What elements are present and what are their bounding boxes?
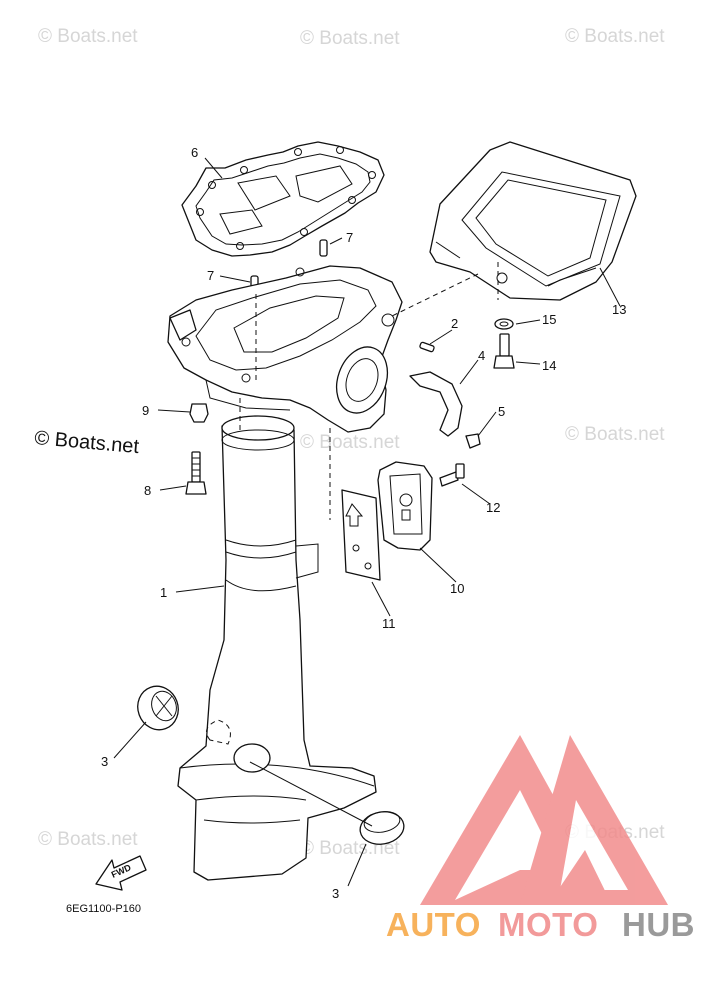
bolt-part-14 bbox=[493, 333, 515, 369]
brand-part-2: MOTO bbox=[498, 906, 598, 943]
callout-label: 7 bbox=[346, 230, 353, 245]
screw-part-12 bbox=[439, 463, 465, 487]
callout-label: 7 bbox=[207, 268, 214, 283]
watermark: © Boats.net bbox=[300, 432, 400, 453]
callout-label: 10 bbox=[450, 581, 464, 596]
callout-label: 13 bbox=[612, 302, 626, 317]
callout-label: 1 bbox=[160, 585, 167, 600]
washer-part-15 bbox=[494, 318, 514, 330]
fitting-part-9 bbox=[189, 403, 209, 423]
watermark: © Boats.net bbox=[565, 424, 665, 445]
plate-part-11 bbox=[341, 489, 381, 581]
watermark: © Boats.net bbox=[565, 26, 665, 47]
top-cover-part-13 bbox=[429, 141, 637, 301]
callout-label: 14 bbox=[542, 358, 556, 373]
screw-part-5 bbox=[465, 433, 481, 449]
callout-label: 2 bbox=[451, 316, 458, 331]
watermark: © Boats.net bbox=[38, 829, 138, 850]
callout-label: 6 bbox=[191, 145, 198, 160]
pin-part-2 bbox=[419, 341, 435, 353]
leader-lines bbox=[113, 157, 621, 887]
fwd-arrow-icon: FWD bbox=[95, 855, 147, 891]
gasket-part-6 bbox=[181, 141, 385, 257]
diagram-code: 6EG1100-P160 bbox=[66, 903, 141, 915]
callouts: 6 7 7 2 4 5 9 8 1 3 3 11 10 12 13 15 14 bbox=[101, 145, 626, 901]
callout-label: 9 bbox=[142, 403, 149, 418]
brand-wordmark: AUTO MOTO HUB bbox=[386, 906, 695, 943]
brand-part-3: HUB bbox=[622, 906, 695, 943]
callout-label: 4 bbox=[478, 348, 485, 363]
bolt-part-8 bbox=[185, 451, 207, 495]
watermark: © Boats.net bbox=[300, 28, 400, 49]
callout-label: 12 bbox=[486, 500, 500, 515]
clamp-part-4 bbox=[409, 371, 463, 437]
watermark-prominent: © Boats.net bbox=[34, 427, 141, 458]
brand-logo-icon bbox=[420, 735, 668, 905]
callout-label: 11 bbox=[382, 616, 396, 631]
upper-casing bbox=[167, 265, 403, 433]
brand-part-1: AUTO bbox=[386, 906, 481, 943]
callout-label: 3 bbox=[101, 754, 108, 769]
callout-label: 8 bbox=[144, 483, 151, 498]
callout-label: 5 bbox=[498, 404, 505, 419]
grommet-part-3 bbox=[137, 685, 405, 845]
drive-shaft-housing-part-1 bbox=[177, 415, 377, 881]
callout-label: 15 bbox=[542, 312, 556, 327]
watermark: © Boats.net bbox=[38, 26, 138, 47]
cover-part-10 bbox=[377, 461, 433, 551]
callout-label: 3 bbox=[332, 886, 339, 901]
